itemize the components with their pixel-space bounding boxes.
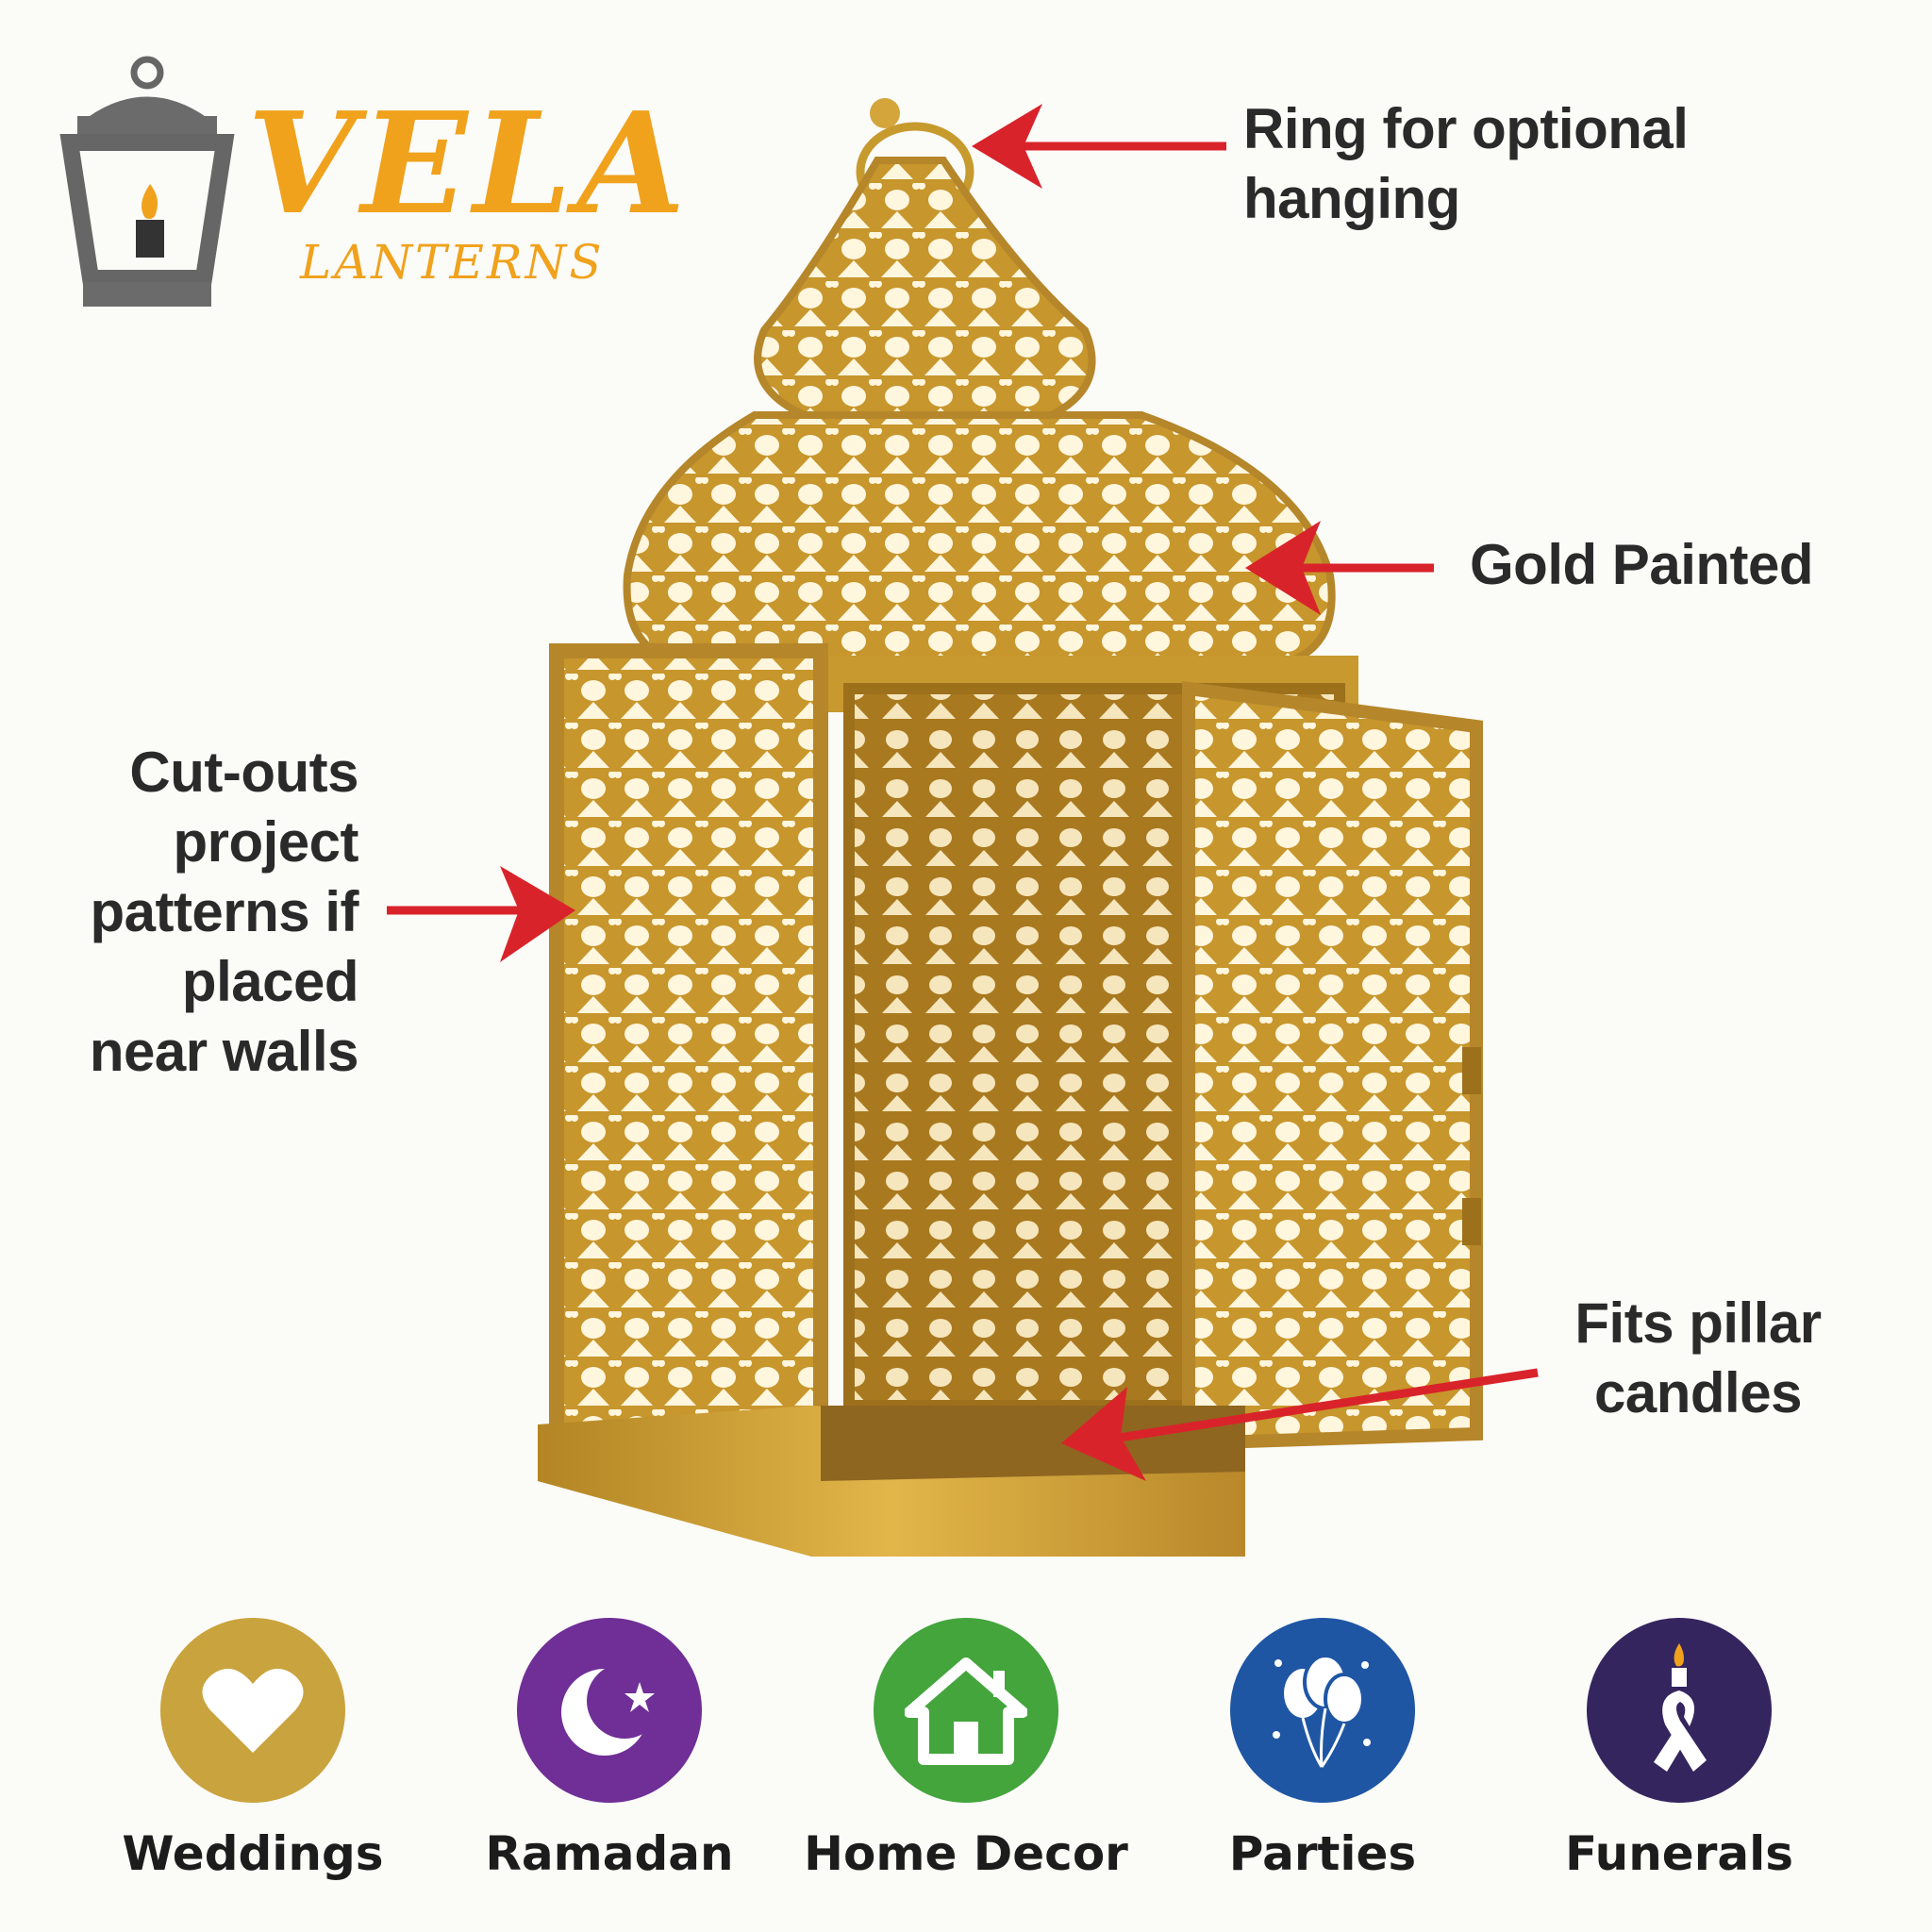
callout-pillar-line1: Fits pillar [1574,1291,1822,1355]
callout-cutouts-line: near walls [89,1020,359,1083]
callout-cutouts-line: project [173,810,358,874]
lantern-image [538,98,1483,1557]
callout-pillar-line2: candles [1594,1361,1802,1424]
arrow-pillar [1061,1368,1539,1481]
callout-cutouts: Cut-outs project patterns if placed near… [28,738,359,1087]
lantern-icon [59,56,235,307]
arrow-gold [1245,521,1434,615]
callout-ring: Ring for optional hanging [1243,94,1689,234]
brand-subtitle: LANTERNS [300,235,605,290]
use-label-ramadan: Ramadan [485,1826,734,1881]
callout-gold: Gold Painted [1470,533,1814,596]
callout-cutouts-line: Cut-outs [129,741,358,804]
callout-cutouts-line: placed [181,950,359,1013]
house-icon [874,1618,1058,1803]
use-label-weddings: Weddings [122,1826,384,1881]
use-label-parties: Parties [1228,1826,1417,1881]
callout-cutouts-line: patterns if [90,880,358,943]
heart-icon [160,1618,345,1803]
crescent-star-icon [517,1618,702,1803]
use-label-funerals: Funerals [1564,1826,1794,1881]
callout-pillar: Fits pillar candles [1547,1289,1849,1428]
callout-ring-line2: hanging [1243,167,1460,230]
candle-ribbon-icon [1587,1618,1772,1803]
arrow-ring [972,104,1226,189]
balloons-icon [1230,1618,1415,1803]
use-label-home-decor: Home Decor [804,1826,1128,1881]
callout-ring-line1: Ring for optional [1243,97,1689,160]
brand-name: VELA [247,81,691,245]
arrow-cutouts [387,866,575,962]
